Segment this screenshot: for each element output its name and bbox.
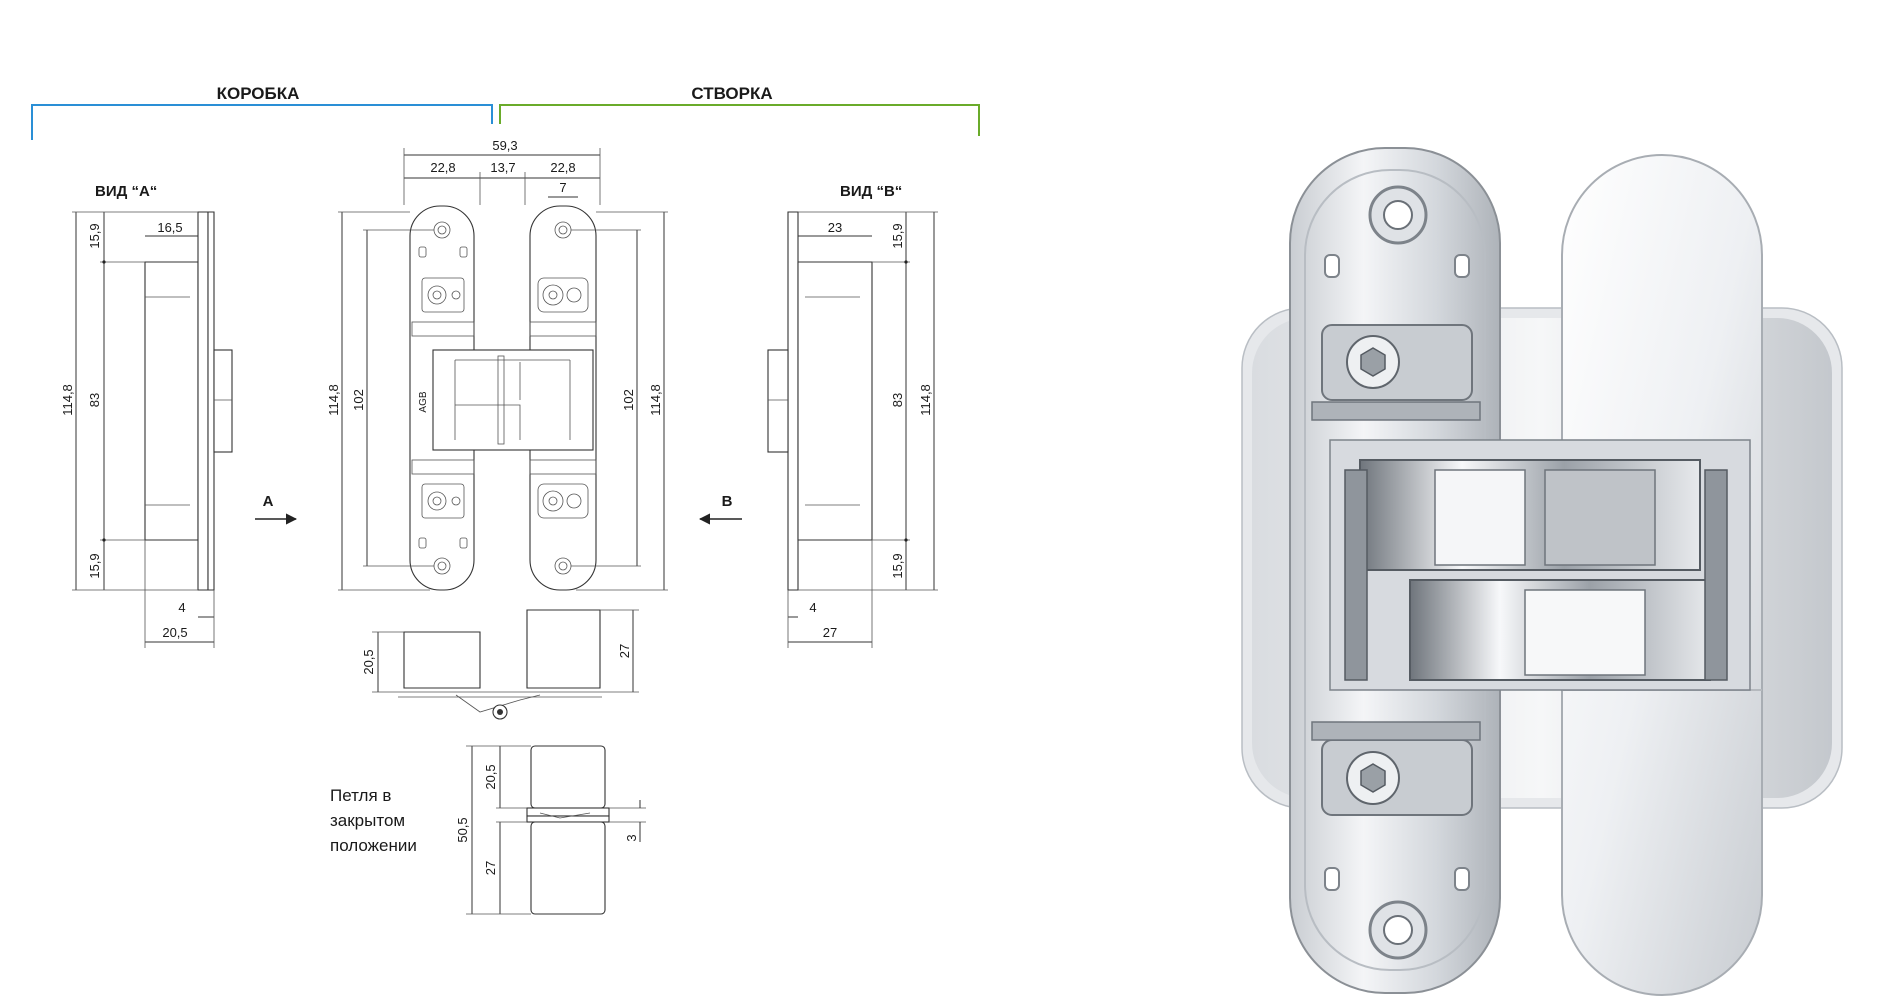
- a-dim-bottom: 15,9: [87, 553, 102, 578]
- front-view-drawing: 59,3 22,8 13,7 22,8 7: [326, 138, 668, 591]
- note-line-1: Петля в: [330, 786, 391, 805]
- note-line-3: положении: [330, 836, 417, 855]
- front-dim-inner-right: 102: [621, 389, 636, 411]
- front-dim-inner-left: 102: [351, 389, 366, 411]
- view-b-label: ВИД “B“: [840, 183, 902, 200]
- view-a-drawing: ВИД “A“ 114,8 15,9 83 15,9 16,5 4 20,5 A: [60, 183, 298, 648]
- b-dim-base: 27: [823, 625, 837, 640]
- b-dim-top: 15,9: [890, 223, 905, 248]
- header-right: СТВОРКА: [691, 84, 772, 103]
- note-line-2: закрытом: [330, 811, 405, 830]
- view-b-drawing: ВИД “B“ 23 4 27 15,9 83 15,9 114,8 B: [698, 183, 938, 648]
- bracket-left: [31, 104, 493, 140]
- front-dim-total-left: 114,8: [326, 384, 341, 416]
- dim-width-left: 22,8: [430, 160, 455, 175]
- a-dim-depth: 16,5: [157, 220, 182, 235]
- b-dim-mid: 83: [890, 393, 905, 407]
- closed-dim-top: 20,5: [483, 764, 498, 789]
- arrow-a-label: A: [263, 493, 274, 510]
- b-dim-depth: 23: [828, 220, 842, 235]
- open-position-drawing: 20,5 27: [361, 609, 639, 720]
- a-dim-top: 15,9: [87, 223, 102, 248]
- open-dim-left: 20,5: [361, 649, 376, 674]
- view-a-label: ВИД “A“: [95, 183, 157, 200]
- hinge-product-image: [1241, 147, 1843, 996]
- front-dim-total-right: 114,8: [648, 384, 663, 416]
- b-dim-base-small: 4: [809, 600, 816, 615]
- dim-width-mid: 13,7: [490, 160, 515, 175]
- bracket-right: [499, 104, 980, 136]
- arrow-b-label: B: [722, 493, 733, 510]
- a-dim-mid: 83: [87, 393, 102, 407]
- open-dim-right: 27: [617, 644, 632, 658]
- front-logo: AGB: [418, 391, 429, 412]
- closed-dim-total: 50,5: [455, 817, 470, 842]
- closed-dim-bottom: 27: [483, 861, 498, 875]
- dim-hole-spacing: 7: [559, 180, 566, 195]
- header-left: КОРОБКА: [217, 84, 300, 103]
- b-dim-bottom: 15,9: [890, 553, 905, 578]
- dim-total-width: 59,3: [492, 138, 517, 153]
- b-dim-total: 114,8: [918, 384, 933, 416]
- a-dim-base: 20,5: [162, 625, 187, 640]
- a-dim-total: 114,8: [60, 384, 75, 416]
- a-dim-base-small: 4: [178, 600, 185, 615]
- closed-position-drawing: Петля в закрытом положении 50,5 20,5 27 …: [330, 745, 646, 915]
- closed-dim-gap: 3: [624, 834, 639, 841]
- dim-width-right: 22,8: [550, 160, 575, 175]
